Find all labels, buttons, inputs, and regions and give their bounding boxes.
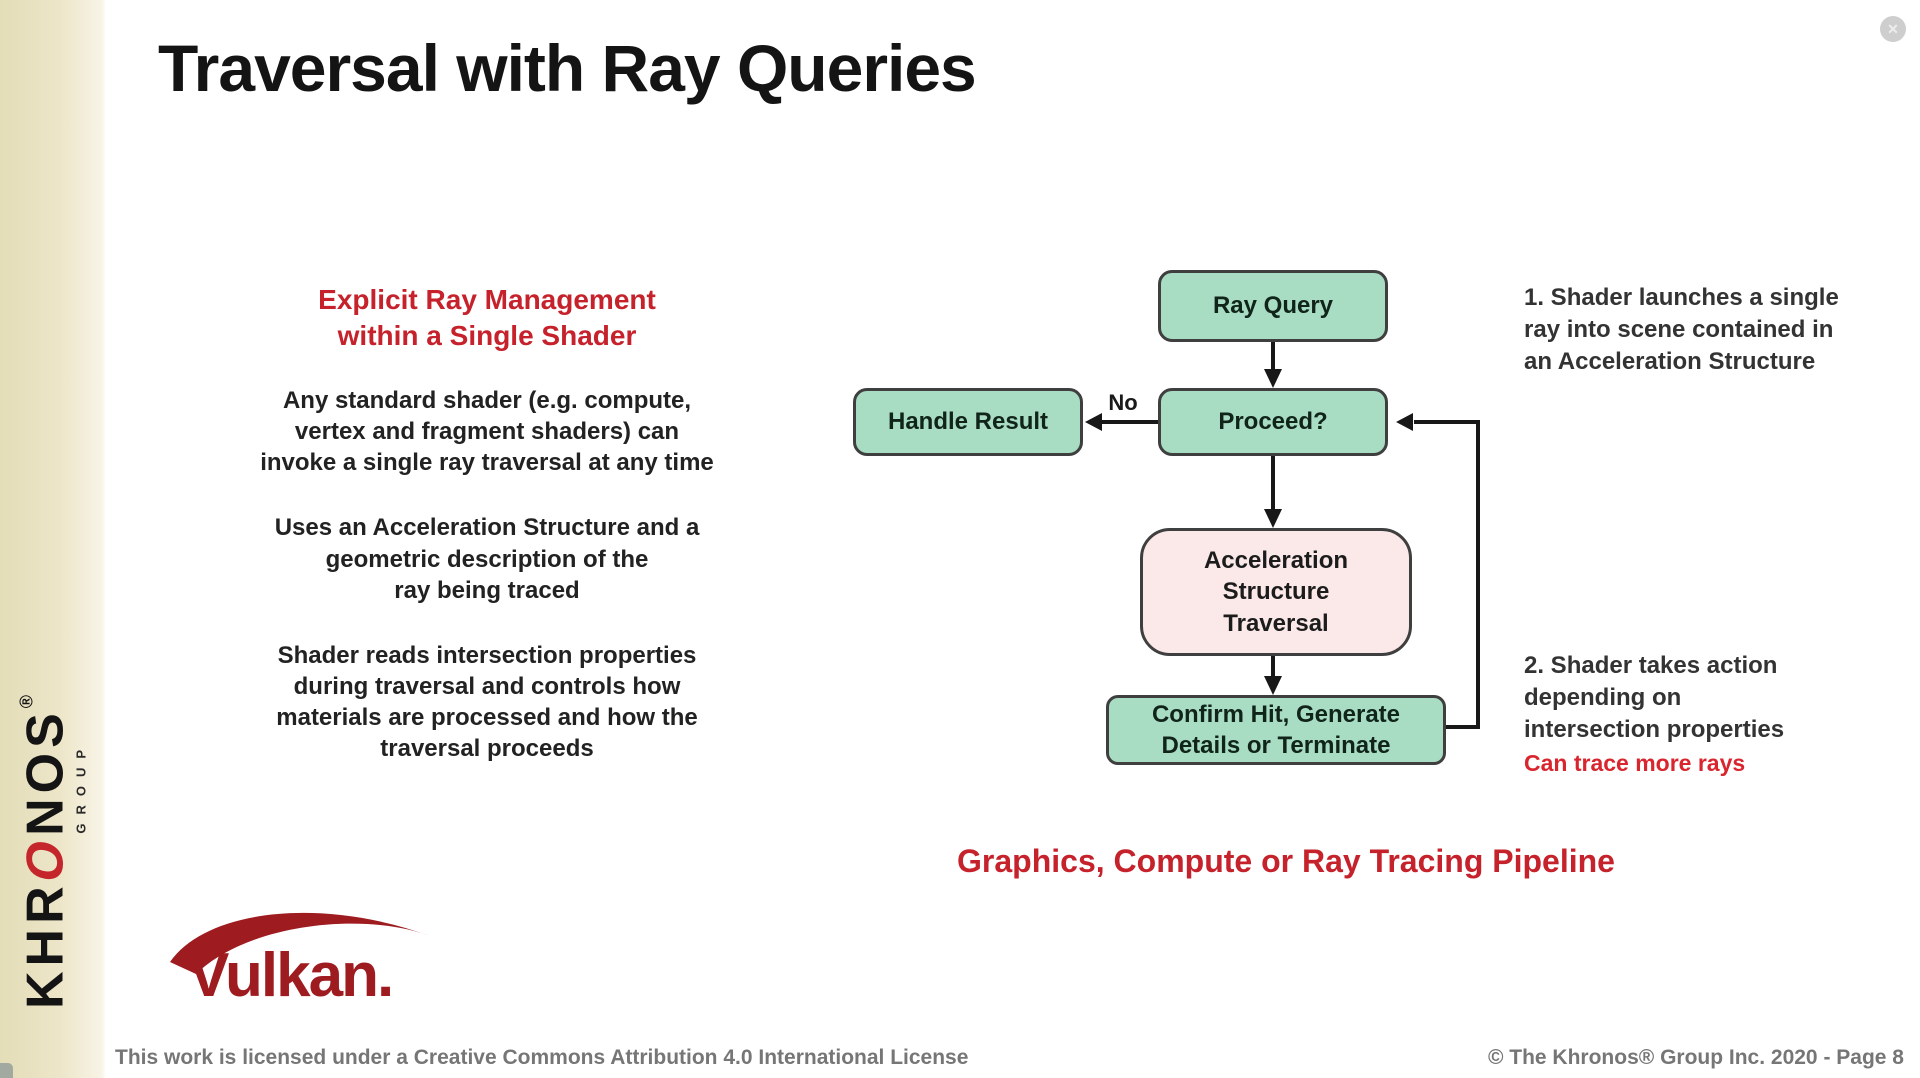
flow-node-confirm-hit: Confirm Hit, Generate Details or Termina… — [1106, 695, 1446, 765]
body-paragraph: Any standard shader (e.g. compute, verte… — [260, 386, 714, 477]
registered-mark: ® — [16, 694, 37, 709]
pipeline-caption: Graphics, Compute or Ray Tracing Pipelin… — [957, 843, 1615, 879]
khronos-wordmark: KHRONOS® — [16, 694, 75, 1010]
flow-node-acceleration-structure-traversal: Acceleration Structure Traversal — [1140, 528, 1412, 656]
annotation-step-2-text: 2. Shader takes action depending on inte… — [1524, 652, 1785, 743]
bottom-left-corner-artifact — [0, 1063, 13, 1078]
flow-node-proceed: Proceed? — [1158, 388, 1388, 456]
body-paragraph: Uses an Acceleration Structure and a geo… — [274, 514, 700, 604]
edge-label-no: No — [1108, 390, 1138, 415]
khronos-sidebar: KHRONOS® GROUP — [0, 0, 106, 1078]
section-heading: Explicit Ray Management within a Single … — [318, 284, 656, 352]
vulkan-logo: Vulkan. — [170, 912, 430, 1010]
khronos-o-swoosh-icon: O — [16, 830, 75, 887]
khronos-wordmark-suffix: NOS — [16, 708, 75, 836]
khronos-logo: KHRONOS® GROUP — [16, 694, 89, 1010]
flow-node-handle-result: Handle Result — [853, 388, 1083, 456]
annotation-step-2: 2. Shader takes action depending on inte… — [1524, 650, 1884, 778]
footer-license-text: This work is licensed under a Creative C… — [115, 1046, 969, 1069]
annotation-step-1: 1. Shader launches a single ray into sce… — [1524, 284, 1839, 375]
flow-node-ray-query: Ray Query — [1158, 270, 1388, 342]
vulkan-swoosh-icon — [170, 912, 430, 974]
flowchart-arrows — [1085, 342, 1480, 729]
close-icon[interactable]: ✕ — [1880, 16, 1906, 42]
khronos-group-label: GROUP — [73, 740, 89, 834]
annotation-step-2-note: Can trace more rays — [1524, 749, 1746, 776]
vulkan-wordmark: Vulkan. — [188, 941, 392, 1010]
page-title: Traversal with Ray Queries — [158, 31, 977, 105]
footer-copyright-text: © The Khronos® Group Inc. 2020 - Page 8 — [1487, 1046, 1904, 1069]
body-paragraph: Shader reads intersection properties dur… — [276, 641, 698, 763]
khronos-wordmark-prefix: KHR — [16, 881, 75, 1010]
left-text-column: Explicit Ray Management within a Single … — [222, 282, 752, 799]
